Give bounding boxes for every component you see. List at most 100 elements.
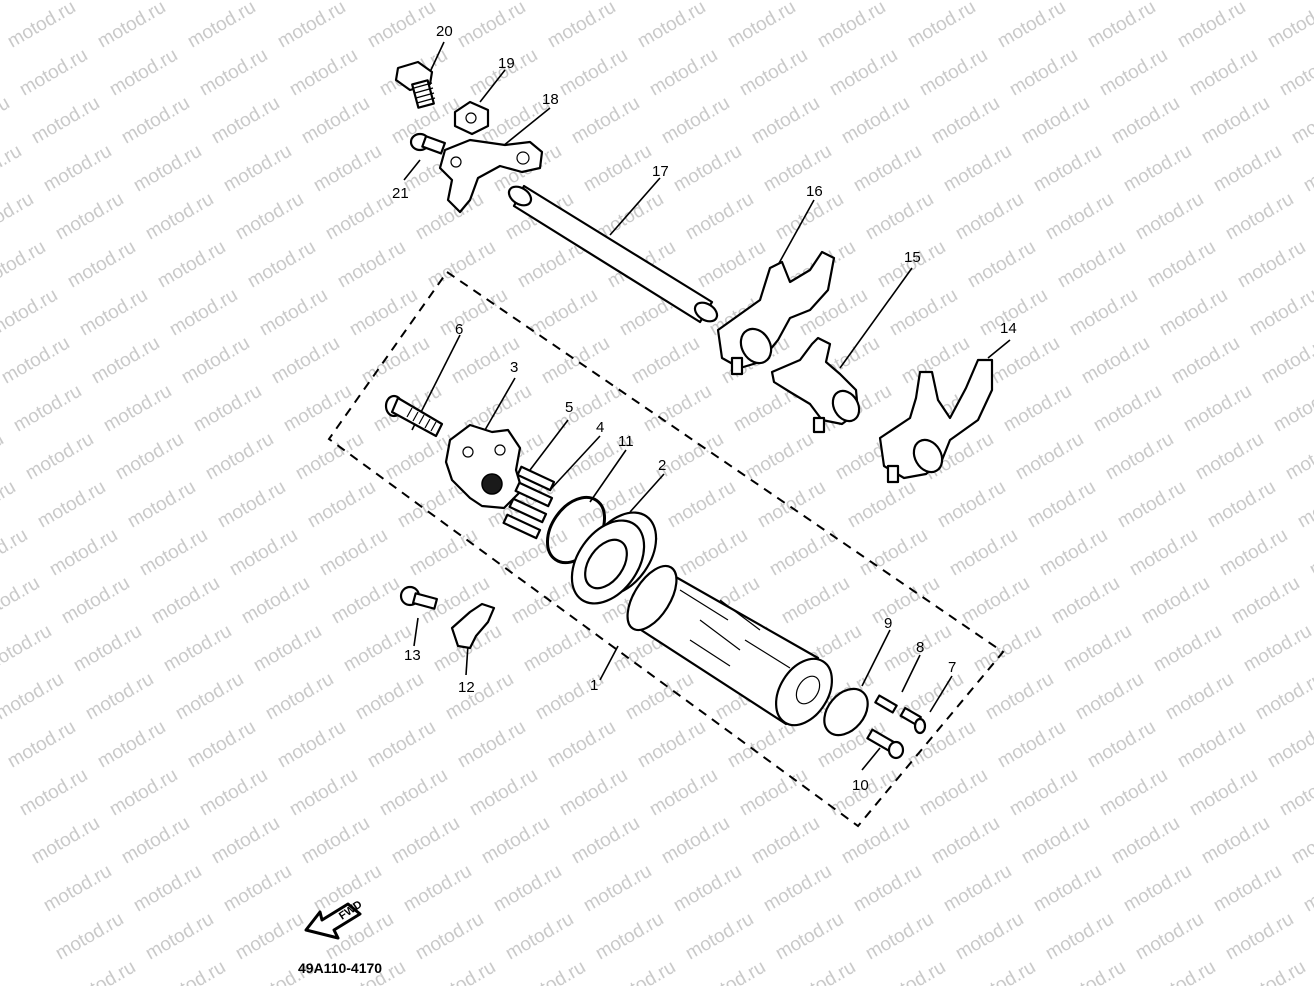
watermark-text: motod.ru	[1252, 0, 1314, 4]
watermark-text: motod.ru	[214, 477, 289, 533]
watermark-text: motod.ru	[406, 525, 481, 581]
watermark-text: motod.ru	[436, 285, 511, 341]
watermark-text: motod.ru	[1054, 237, 1129, 293]
watermark-text: motod.ru	[196, 765, 271, 821]
watermark-text: motod.ru	[952, 189, 1027, 245]
watermark-text: motod.ru	[364, 0, 439, 52]
callout-9: 9	[884, 615, 892, 632]
callout-3: 3	[510, 359, 518, 376]
watermark-text: motod.ru	[298, 93, 373, 149]
watermark-text: motod.ru	[400, 861, 475, 917]
watermark-text: motod.ru	[1174, 0, 1249, 52]
watermark-text: motod.ru	[346, 285, 421, 341]
callout-15: 15	[904, 249, 921, 266]
watermark-text: motod.ru	[364, 717, 439, 773]
watermark-text: motod.ru	[424, 237, 499, 293]
watermark-text: motod.ru	[220, 861, 295, 917]
watermark-text: motod.ru	[1060, 621, 1135, 677]
watermark-text: motod.ru	[1270, 381, 1314, 437]
watermark-text: motod.ru	[1294, 477, 1314, 533]
watermark-text: motod.ru	[964, 957, 1039, 986]
watermark-text: motod.ru	[850, 141, 925, 197]
watermark-text: motod.ru	[64, 237, 139, 293]
watermark-text: motod.ru	[478, 813, 553, 869]
watermark-text: motod.ru	[0, 285, 61, 341]
watermark-text: motod.ru	[1156, 285, 1231, 341]
part-2-bearing	[570, 511, 658, 605]
watermark-text: motod.ru	[1168, 333, 1243, 389]
watermark-text: motod.ru	[118, 813, 193, 869]
watermark-text: motod.ru	[0, 573, 43, 629]
watermark-text: motod.ru	[1132, 189, 1207, 245]
watermark-text: motod.ru	[928, 93, 1003, 149]
callout-21: 21	[392, 185, 409, 202]
watermark-text: motod.ru	[1276, 765, 1314, 821]
watermark-text: motod.ru	[358, 333, 433, 389]
watermark-text: motod.ru	[568, 813, 643, 869]
watermark-text: motod.ru	[1300, 141, 1314, 197]
watermark-text: motod.ru	[28, 813, 103, 869]
watermark-text: motod.ru	[1120, 861, 1195, 917]
callout-11: 11	[618, 433, 634, 450]
watermark-text: motod.ru	[1288, 93, 1314, 149]
watermark-text: motod.ru	[934, 477, 1009, 533]
callout-4: 4	[596, 419, 604, 436]
watermark-text: motod.ru	[844, 477, 919, 533]
watermark-text: motod.ru	[724, 0, 799, 52]
callout-12: 12	[458, 679, 475, 696]
watermark-text: motod.ru	[412, 909, 487, 965]
callout-8: 8	[916, 639, 924, 656]
watermark-text: motod.ru	[544, 0, 619, 52]
watermark-text: motod.ru	[0, 525, 31, 581]
watermark-text: motod.ru	[94, 0, 169, 52]
watermark-text: motod.ru	[1300, 861, 1314, 917]
watermark-text: motod.ru	[328, 573, 403, 629]
watermark-text: motod.ru	[748, 93, 823, 149]
watermark-text: motod.ru	[0, 621, 55, 677]
callout-20: 20	[436, 23, 453, 40]
callout-13: 13	[404, 647, 421, 664]
watermark-text: motod.ru	[94, 717, 169, 773]
part-4-5-pins	[502, 465, 556, 540]
watermark-text: motod.ru	[670, 861, 745, 917]
watermark-text: motod.ru	[1030, 861, 1105, 917]
watermark-text: motod.ru	[22, 429, 97, 485]
watermark-text: motod.ru	[604, 957, 679, 986]
part-6-screw	[384, 394, 444, 438]
watermark-text: motod.ru	[190, 381, 265, 437]
watermark-text: motod.ru	[52, 189, 127, 245]
watermark-text: motod.ru	[1192, 429, 1267, 485]
callout-6: 6	[455, 321, 463, 338]
watermark-text: motod.ru	[742, 429, 817, 485]
watermark-text: motod.ru	[886, 285, 961, 341]
part-3-segment	[444, 423, 524, 510]
watermark-text: motod.ru	[778, 573, 853, 629]
watermark-text: motod.ru	[520, 621, 595, 677]
watermark-text: motod.ru	[676, 525, 751, 581]
watermark-text: motod.ru	[1162, 669, 1237, 725]
watermark-text: motod.ru	[646, 765, 721, 821]
watermark-text: motod.ru	[16, 45, 91, 101]
callout-14: 14	[1000, 320, 1017, 337]
callout-10: 10	[852, 777, 869, 794]
watermark-text: motod.ru	[178, 333, 253, 389]
watermark-text: motod.ru	[556, 45, 631, 101]
watermark-text: motod.ru	[376, 765, 451, 821]
watermark-text: motod.ru	[904, 0, 979, 52]
watermark-text: motod.ru	[784, 957, 859, 986]
watermark-text: motod.ru	[754, 477, 829, 533]
watermark-text: motod.ru	[490, 861, 565, 917]
watermark-text: motod.ru	[1150, 621, 1225, 677]
watermark-text: motod.ru	[814, 0, 889, 52]
watermark-text: motod.ru	[88, 333, 163, 389]
watermark-text: motod.ru	[298, 813, 373, 869]
watermark-text: motod.ru	[952, 909, 1027, 965]
watermark-text: motod.ru	[154, 237, 229, 293]
watermark-text: motod.ru	[34, 477, 109, 533]
callout-16: 16	[806, 183, 823, 200]
watermark-text: motod.ru	[124, 477, 199, 533]
watermark-text: motod.ru	[916, 765, 991, 821]
watermark-text: motod.ru	[388, 813, 463, 869]
watermark-text: motod.ru	[1198, 813, 1273, 869]
